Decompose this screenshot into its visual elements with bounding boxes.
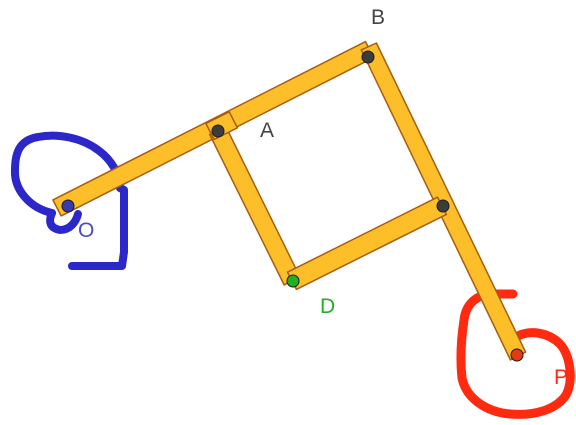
label-P: P <box>554 366 568 389</box>
joint-C[interactable] <box>436 199 450 213</box>
red-scribble <box>456 289 575 419</box>
joint-A[interactable] <box>211 124 225 138</box>
joint-B[interactable] <box>361 50 375 64</box>
point-P[interactable] <box>510 348 524 362</box>
label-D: D <box>320 295 335 318</box>
point-D[interactable] <box>286 274 300 288</box>
point-O[interactable] <box>61 199 75 213</box>
label-A: A <box>260 119 274 142</box>
bar-D-C <box>286 196 448 291</box>
label-O: O <box>78 219 94 242</box>
label-B: B <box>371 6 385 29</box>
bar-A-D <box>208 126 301 286</box>
blue-scribble-tail <box>46 209 82 235</box>
